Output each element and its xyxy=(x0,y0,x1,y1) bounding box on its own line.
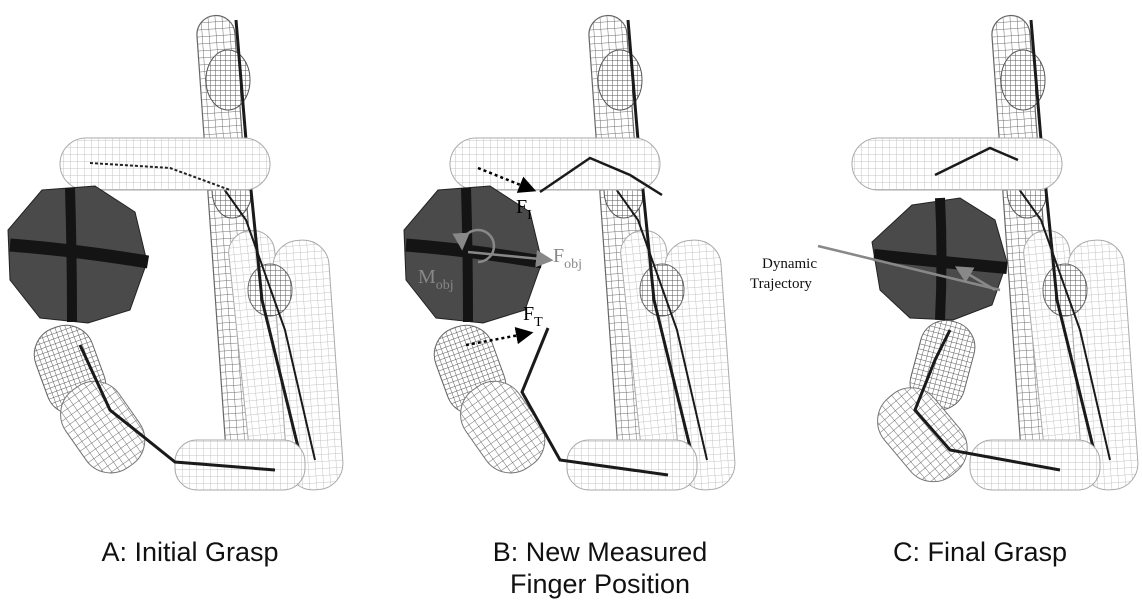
object-sphere-c xyxy=(872,198,1007,320)
object-sphere-a xyxy=(8,186,148,323)
dynamic-trajectory-label-line2: Trajectory xyxy=(750,276,812,292)
thumb-force-label: FT xyxy=(523,303,543,330)
object-force-label: Fobj xyxy=(553,245,582,272)
caption-panel-a: A: Initial Grasp xyxy=(60,536,320,568)
caption-panel-c: C: Final Grasp xyxy=(850,536,1110,568)
caption-panel-b-line1: B: New Measured xyxy=(440,536,760,568)
caption-panel-b: B: New Measured Finger Position xyxy=(440,536,760,600)
panel-c-diagram: Dynamic Trajectory xyxy=(750,14,1140,494)
dynamic-trajectory-label-line1: Dynamic xyxy=(762,256,817,272)
panel-b-diagram: FI FT Fobj Mobj xyxy=(404,14,737,491)
caption-panel-b-line2: Finger Position xyxy=(440,568,760,600)
panel-a-diagram xyxy=(8,14,345,491)
